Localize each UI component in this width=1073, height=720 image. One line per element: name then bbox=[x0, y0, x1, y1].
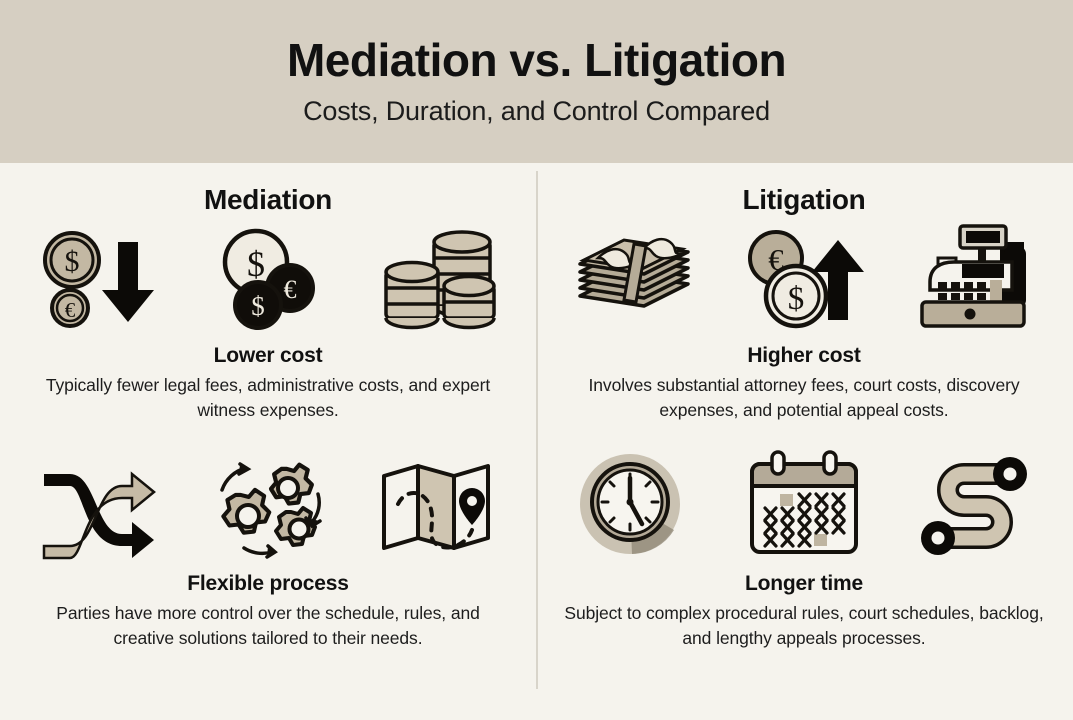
comparison-body: Mediation $ € bbox=[0, 163, 1073, 720]
block-title-longer-time: Longer time bbox=[745, 571, 863, 595]
block-title-lower-cost: Lower cost bbox=[213, 344, 323, 367]
column-divider bbox=[536, 171, 538, 689]
block-title-higher-cost: Higher cost bbox=[747, 344, 861, 367]
coin-stacks-icon bbox=[376, 220, 500, 332]
icon-row-flexible-process bbox=[0, 450, 536, 560]
icon-row-longer-time bbox=[536, 448, 1072, 560]
block-longer-time: Longer time Subject to complex procedura… bbox=[536, 448, 1072, 651]
three-coins-icon: $ € $ bbox=[206, 220, 330, 332]
block-lower-cost: $ € $ € bbox=[0, 220, 536, 423]
clock-icon bbox=[572, 448, 696, 560]
svg-text:$: $ bbox=[788, 281, 805, 317]
cash-stack-icon bbox=[572, 220, 696, 332]
page-title: Mediation vs. Litigation bbox=[286, 34, 787, 87]
gears-icon bbox=[206, 448, 330, 560]
column-heading-litigation: Litigation bbox=[742, 184, 866, 215]
coins-up-arrow-icon: € $ bbox=[742, 220, 866, 332]
block-desc-flexible-process: Parties have more control over the sched… bbox=[56, 602, 480, 648]
column-mediation: Mediation $ € bbox=[0, 163, 536, 720]
svg-text:$: $ bbox=[65, 245, 80, 278]
winding-road-icon bbox=[912, 448, 1036, 560]
block-desc-higher-cost: Involves substantial attorney fees, cour… bbox=[588, 375, 1020, 420]
svg-text:€: € bbox=[65, 298, 76, 322]
block-higher-cost: € $ bbox=[536, 220, 1072, 423]
header-band: Mediation vs. Litigation Costs, Duration… bbox=[0, 0, 1073, 163]
page-subtitle: Costs, Duration, and Control Compared bbox=[303, 95, 770, 126]
block-desc-lower-cost: Typically fewer legal fees, administrati… bbox=[45, 375, 491, 420]
column-heading-mediation: Mediation bbox=[204, 184, 332, 215]
calendar-crossed-days-icon bbox=[742, 448, 866, 560]
svg-text:€: € bbox=[284, 275, 297, 304]
cash-register-icon bbox=[912, 220, 1036, 332]
block-title-flexible-process: Flexible process bbox=[187, 571, 349, 595]
svg-text:$: $ bbox=[247, 244, 265, 284]
shuffle-arrows-icon bbox=[36, 448, 160, 560]
icon-row-lower-cost: $ € $ € bbox=[0, 220, 536, 332]
icon-row-higher-cost: € $ bbox=[536, 220, 1072, 332]
svg-text:$: $ bbox=[251, 291, 265, 321]
column-litigation: Litigation bbox=[536, 163, 1072, 720]
block-desc-longer-time: Subject to complex procedural rules, cou… bbox=[564, 602, 1044, 648]
coins-down-arrow-icon: $ € bbox=[36, 220, 160, 332]
block-flexible-process: Flexible process Parties have more contr… bbox=[0, 450, 536, 651]
folded-map-icon bbox=[376, 448, 500, 560]
